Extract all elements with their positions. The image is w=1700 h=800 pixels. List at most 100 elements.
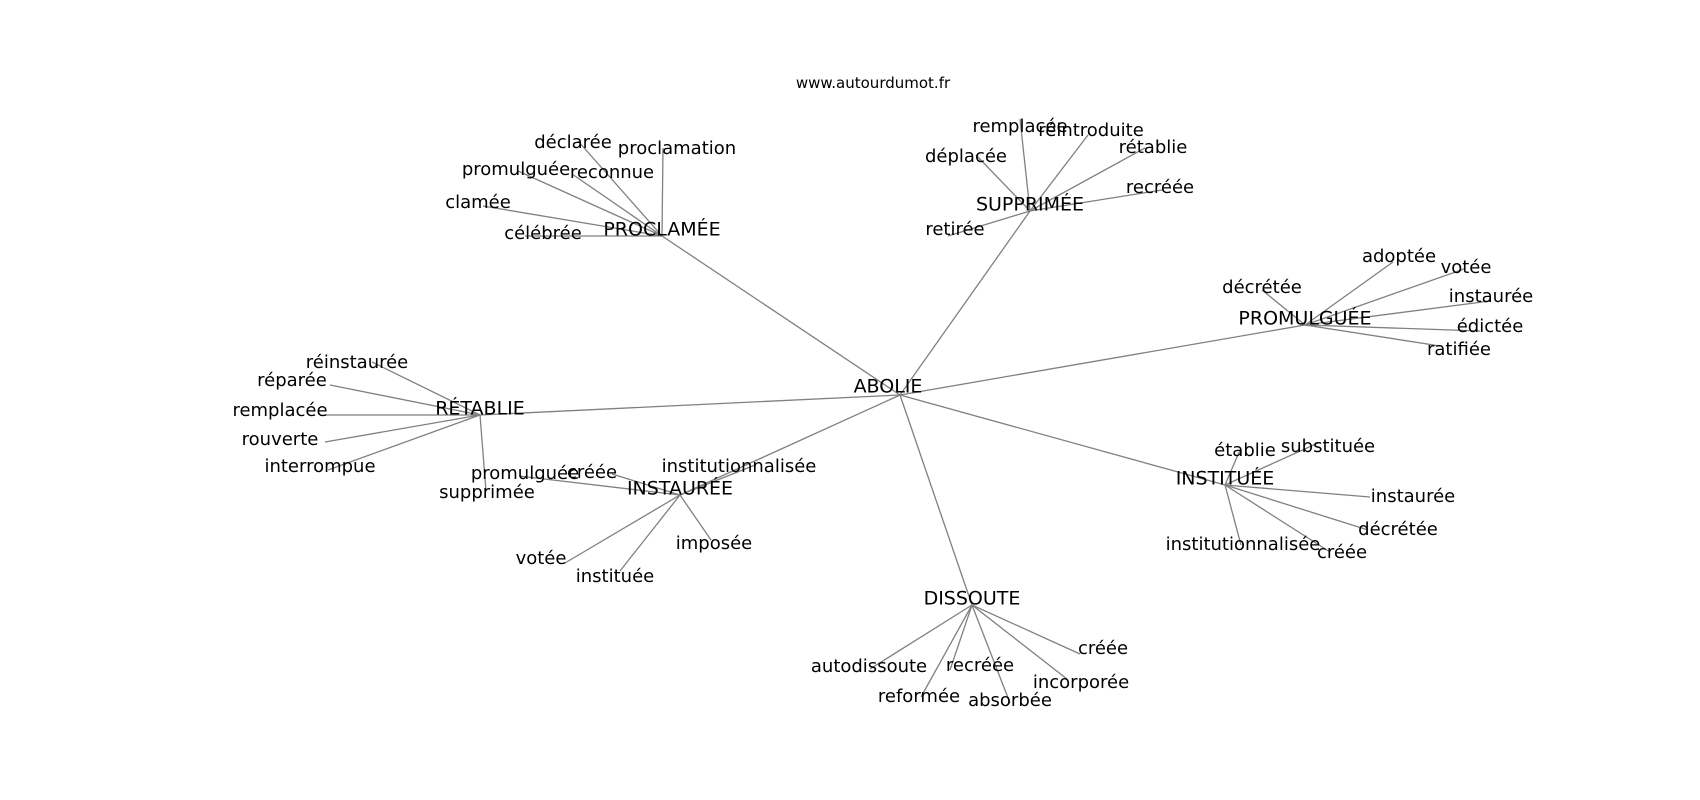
leaf-word[interactable]: instaurée <box>1371 486 1455 507</box>
leaf-word[interactable]: institutionnalisée <box>662 456 817 477</box>
hub-word[interactable]: PROCLAMÉE <box>603 218 720 241</box>
edge-1-3 <box>1029 147 1146 212</box>
edge-4-1 <box>518 475 681 496</box>
leaf-word[interactable]: remplacée <box>232 400 327 421</box>
leaf-word[interactable]: établie <box>1214 440 1276 461</box>
edge-0-1 <box>661 147 664 237</box>
edge-center-1 <box>899 210 1031 396</box>
leaf-word[interactable]: incorporée <box>1033 672 1129 693</box>
leaf-word[interactable]: célébrée <box>504 223 582 244</box>
edge-6-4 <box>920 604 973 698</box>
leaf-word[interactable]: instaurée <box>1449 286 1533 307</box>
leaf-word[interactable]: adoptée <box>1362 246 1436 267</box>
edge-3-1 <box>329 384 481 416</box>
edge-4-2 <box>611 473 681 496</box>
edge-1-2 <box>975 154 1031 212</box>
leaf-word[interactable]: rouverte <box>242 429 319 450</box>
edge-6-2 <box>949 604 973 671</box>
edge-center-2 <box>899 324 1306 396</box>
edge-6-0 <box>971 604 1081 655</box>
leaf-word[interactable]: absorbée <box>968 690 1052 711</box>
edge-1-0 <box>1019 118 1031 212</box>
edge-2-5 <box>1304 324 1441 347</box>
site-url[interactable]: www.autourdumot.fr <box>796 74 951 92</box>
edge-1-1 <box>1029 134 1089 212</box>
edge-4-4 <box>564 494 681 564</box>
leaf-word[interactable]: remplacée <box>972 116 1067 137</box>
edge-2-2 <box>1261 289 1306 326</box>
leaf-word[interactable]: réparée <box>257 370 327 391</box>
leaf-word[interactable]: imposée <box>676 533 753 554</box>
edge-0-2 <box>517 170 663 237</box>
center-word[interactable]: ABOLIE <box>854 376 923 398</box>
hub-word[interactable]: DISSOUTE <box>924 588 1021 610</box>
leaf-word[interactable]: ratifiée <box>1427 339 1491 360</box>
edge-2-3 <box>1304 300 1491 326</box>
leaf-word[interactable]: substituée <box>1281 436 1375 457</box>
edge-2-4 <box>1304 324 1481 332</box>
edge-4-3 <box>679 494 712 541</box>
edge-center-3 <box>479 394 901 416</box>
edge-5-1 <box>1224 442 1319 486</box>
edge-5-4 <box>1224 484 1242 546</box>
leaf-word[interactable]: réinstaurée <box>306 352 409 373</box>
edge-1-4 <box>1029 189 1163 212</box>
hub-word[interactable]: RÉTABLIE <box>435 397 525 420</box>
leaf-word[interactable]: promulguée <box>462 159 570 180</box>
edge-4-0 <box>679 464 756 496</box>
leaf-word[interactable]: instituée <box>576 566 654 587</box>
leaf-word[interactable]: recréée <box>1126 177 1194 198</box>
edge-3-3 <box>324 414 481 443</box>
edge-1-5 <box>947 210 1031 237</box>
leaf-word[interactable]: créée <box>1317 542 1367 563</box>
edge-0-3 <box>571 173 663 237</box>
leaf-word[interactable]: édictée <box>1457 316 1524 337</box>
edge-3-5 <box>479 414 487 492</box>
edge-6-5 <box>971 604 1011 704</box>
leaf-word[interactable]: créée <box>1078 638 1128 659</box>
leaf-word[interactable]: interrompue <box>264 456 375 477</box>
hub-word[interactable]: INSTAURÉE <box>627 477 733 500</box>
leaf-word[interactable]: recréée <box>946 655 1014 676</box>
edge-0-4 <box>482 205 663 237</box>
edge-0-0 <box>577 140 663 237</box>
edge-5-2 <box>1224 484 1371 498</box>
edge-5-0 <box>1224 449 1241 486</box>
leaf-word[interactable]: rétablie <box>1119 137 1188 158</box>
edge-2-0 <box>1304 261 1394 326</box>
leaf-word[interactable]: décrétée <box>1222 277 1302 298</box>
edge-5-5 <box>1224 484 1331 553</box>
leaf-word[interactable]: votée <box>1441 257 1492 278</box>
hub-word[interactable]: INSTITUÉE <box>1176 467 1275 490</box>
leaf-word[interactable]: autodissoute <box>811 656 927 677</box>
leaf-word[interactable]: créée <box>567 462 617 483</box>
leaf-word[interactable]: reformée <box>878 686 960 707</box>
hub-word[interactable]: PROMULGUÉE <box>1238 307 1371 330</box>
edge-4-5 <box>619 494 681 572</box>
edge-6-3 <box>971 604 1068 680</box>
edge-3-4 <box>327 414 481 471</box>
leaf-word[interactable]: proclamation <box>618 138 736 159</box>
edge-center-6 <box>899 394 973 606</box>
edge-center-5 <box>899 394 1226 486</box>
leaf-word[interactable]: déplacée <box>925 146 1007 167</box>
edge-2-1 <box>1304 268 1465 326</box>
leaf-word[interactable]: réintroduite <box>1038 120 1144 141</box>
leaf-word[interactable]: clamée <box>445 192 511 213</box>
hub-word[interactable]: SUPPRIMÉE <box>976 193 1084 216</box>
edge-3-0 <box>371 361 481 416</box>
edge-center-0 <box>661 235 901 396</box>
leaf-word[interactable]: votée <box>516 548 567 569</box>
edge-5-3 <box>1224 484 1369 531</box>
leaf-word[interactable]: décrétée <box>1358 519 1438 540</box>
leaf-word[interactable]: déclarée <box>534 132 612 153</box>
leaf-word[interactable]: supprimée <box>439 482 535 503</box>
leaf-word[interactable]: reconnue <box>570 162 654 183</box>
edge-6-1 <box>869 604 973 670</box>
edge-center-4 <box>679 394 901 496</box>
leaf-word[interactable]: retirée <box>925 219 984 240</box>
leaf-word[interactable]: promulguée <box>471 463 579 484</box>
leaf-word[interactable]: institutionnalisée <box>1166 534 1321 555</box>
